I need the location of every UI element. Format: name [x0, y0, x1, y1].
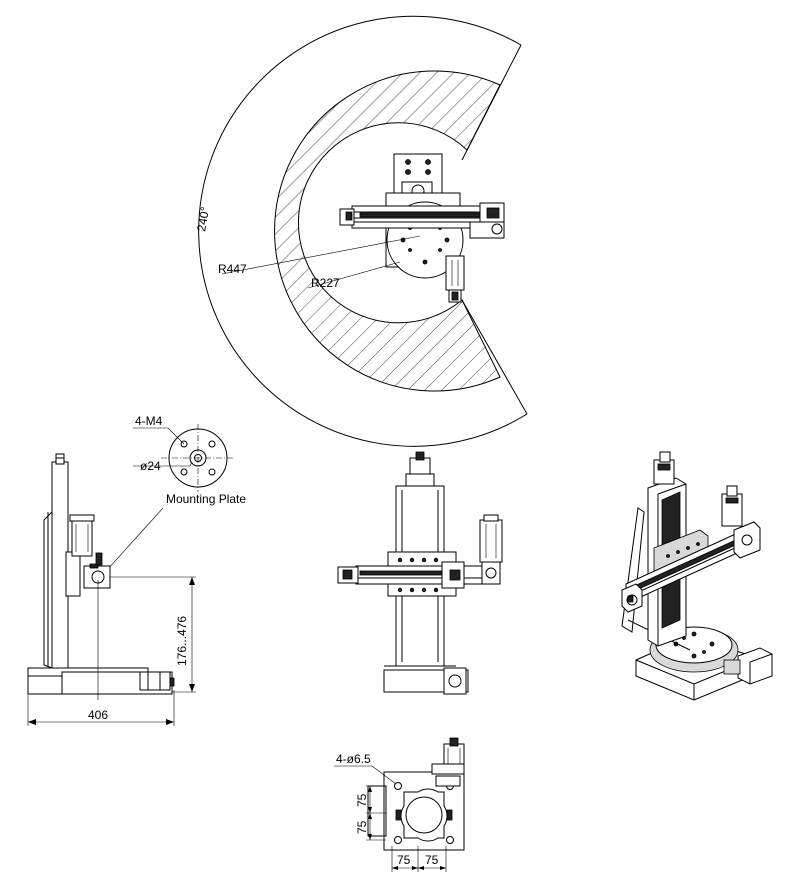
base-hole	[394, 782, 402, 790]
dim-v2-label: 75	[355, 820, 369, 834]
r447-leader	[221, 235, 421, 275]
side-view: 176...476 406	[27, 453, 196, 726]
front-motor-top	[409, 457, 431, 477]
plate-hole	[180, 468, 188, 476]
width-label: 406	[88, 708, 108, 722]
envelope-edge-bottom	[461, 299, 528, 415]
isometric-view	[621, 451, 773, 701]
side-tool	[83, 565, 111, 589]
top-view: 240° R447 R227	[194, 15, 528, 447]
base-hole	[446, 836, 454, 844]
hatched-workspace	[274, 70, 501, 392]
plate-hole	[208, 440, 216, 448]
base-plan-view: 4-ø6.5 75 75 75 75	[334, 737, 465, 872]
base-center-hole	[405, 796, 443, 834]
iso-frame	[621, 507, 645, 633]
dim-v1-label: 75	[355, 793, 369, 807]
z-motor-top	[445, 255, 465, 291]
outer-envelope-arc	[198, 15, 528, 447]
hole-label: 4-ø6.5	[336, 752, 371, 766]
base-center-cutout	[400, 788, 448, 842]
outer-radius-label: R447	[218, 262, 247, 276]
mounting-plate-detail: 4-M4 ø24 Mounting Plate	[97, 414, 246, 581]
plate-hole	[208, 468, 216, 476]
height-range-label: 176...476	[175, 616, 189, 666]
side-carriage	[65, 551, 81, 597]
envelope-edge-top	[461, 44, 522, 161]
diameter-label: ø24	[140, 459, 161, 473]
mounting-plate-caption: Mounting Plate	[166, 492, 246, 506]
plate-hole	[180, 440, 188, 448]
inner-radius-label: R227	[311, 276, 340, 290]
base-hole	[394, 836, 402, 844]
r227-leader	[307, 261, 401, 289]
front-view	[337, 451, 503, 695]
dim-h2-label: 75	[425, 853, 439, 867]
thread-label: 4-M4	[135, 414, 163, 428]
dim-h1-label: 75	[397, 853, 411, 867]
front-arm-motor	[479, 519, 503, 563]
angle-label: 240°	[194, 205, 212, 232]
side-arm-motor	[71, 519, 93, 557]
